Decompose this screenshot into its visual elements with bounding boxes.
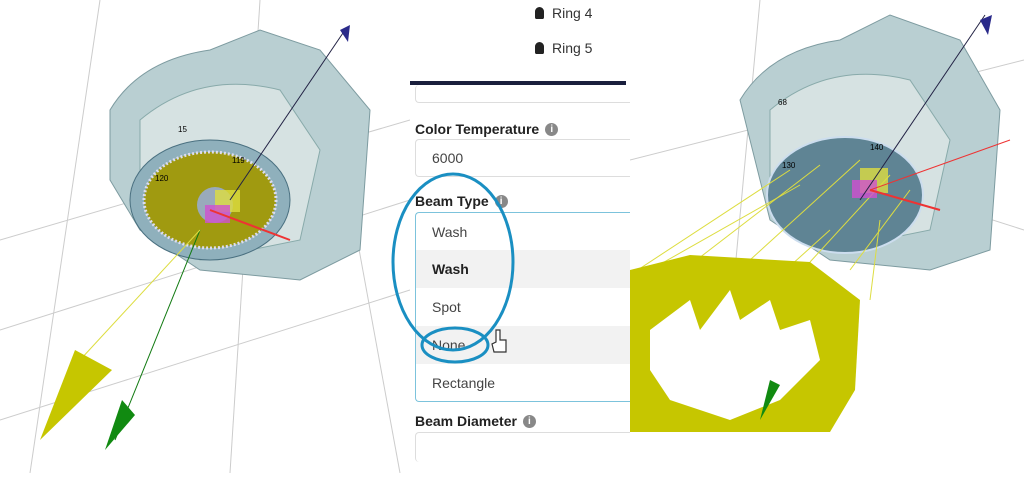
dimension-label: 130: [782, 161, 796, 170]
option-rectangle[interactable]: Rectangle: [432, 375, 496, 391]
beam-type-label: Beam Type i: [415, 193, 508, 209]
left-3d-viewport[interactable]: 15 119 120: [0, 0, 411, 474]
right-3d-viewport[interactable]: 68 140 130: [629, 0, 1024, 433]
list-item-label: Ring 5: [552, 40, 593, 56]
bulb-icon: [535, 42, 544, 54]
list-item-label: Ring 4: [552, 5, 593, 21]
info-icon[interactable]: i: [522, 414, 536, 428]
option-none[interactable]: None: [416, 326, 630, 364]
bulb-icon: [535, 7, 544, 19]
beam-diameter-label: Beam Diameter i: [415, 413, 536, 429]
dimension-label: 15: [178, 125, 187, 134]
option-wash[interactable]: Wash: [416, 250, 630, 288]
dimension-label: 119: [232, 156, 245, 165]
divider: [410, 81, 626, 85]
dimension-label: 120: [155, 174, 169, 183]
list-item-ring-5[interactable]: Ring 5: [535, 40, 592, 56]
dimension-label: 140: [870, 143, 884, 152]
label-text: Beam Diameter: [415, 413, 517, 429]
beam-type-select[interactable]: Wash Wash Spot None Rectangle: [415, 212, 630, 402]
previous-field[interactable]: [415, 85, 630, 103]
info-icon[interactable]: i: [545, 122, 559, 136]
info-icon[interactable]: i: [494, 194, 508, 208]
label-text: Beam Type: [415, 193, 489, 209]
color-temperature-input[interactable]: 6000: [415, 139, 630, 177]
fixture-render: 68 140 130: [629, 0, 1024, 433]
fixture-render: 15 119 120: [0, 0, 411, 474]
beam-diameter-input[interactable]: [415, 432, 630, 462]
list-item-ring-4[interactable]: Ring 4: [535, 5, 592, 21]
select-current-value[interactable]: Wash: [432, 224, 468, 240]
beam-cone: [40, 350, 112, 440]
color-temperature-label: Color Temperature i: [415, 121, 559, 137]
option-spot[interactable]: Spot: [432, 299, 461, 315]
properties-panel: Ring 4 Ring 5 Color Temperature i 6000 Be…: [410, 0, 630, 473]
dimension-label: 68: [778, 98, 787, 107]
label-text: Color Temperature: [415, 121, 540, 137]
